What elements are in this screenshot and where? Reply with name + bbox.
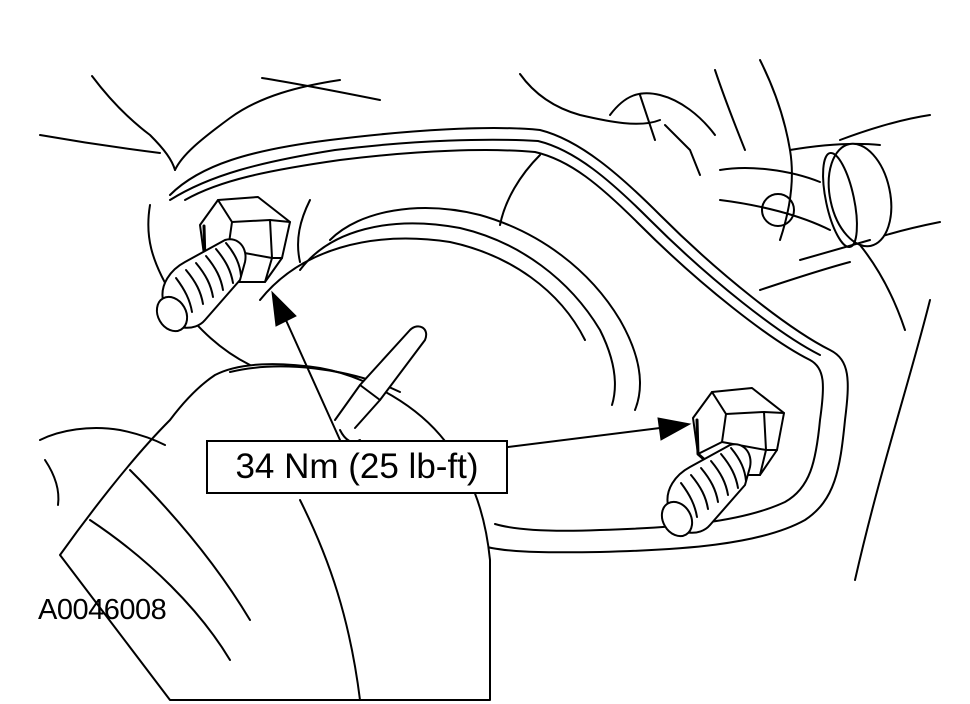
arrow-upper-icon (271, 290, 297, 327)
bolt-lower (660, 387, 785, 538)
leader-line-lower (507, 427, 661, 448)
arrow-lower-icon (657, 417, 692, 441)
torque-callout-label: 34 Nm (25 lb-ft) (206, 440, 508, 494)
bolt-upper (155, 196, 291, 333)
engine-contours (39, 59, 941, 581)
manifold-pipe (39, 325, 491, 701)
leader-arrows (271, 290, 692, 448)
leader-line-upper (284, 317, 341, 441)
figure-id-label: A0046008 (38, 594, 167, 626)
